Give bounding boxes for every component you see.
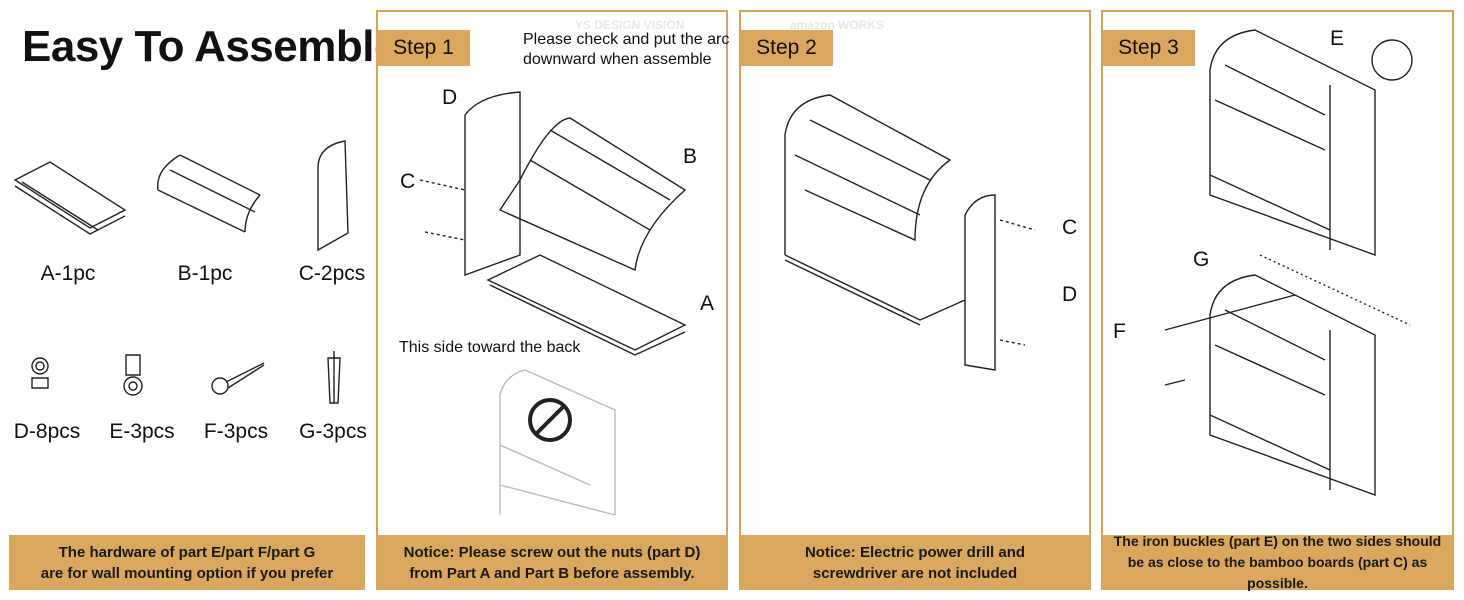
back-side-note: This side toward the back [399, 339, 581, 356]
callout-f: F [1113, 320, 1126, 343]
arc-rack-icon [156, 154, 261, 233]
callout-c: C [1062, 216, 1078, 239]
part-label: B-1pc [177, 262, 233, 285]
step-2-label: Step 2 [740, 30, 833, 66]
step-2-assembly-diagram [784, 94, 1036, 371]
notice-line: Notice: Electric power drill and [804, 543, 1026, 561]
buckle-icon [123, 354, 143, 396]
step-1-exploded-diagram [419, 91, 687, 356]
watermark: YS DESIGN VISION [575, 18, 685, 32]
callout-a: A [700, 292, 715, 315]
step-3-label: Step 3 [1102, 30, 1195, 66]
shelf-tray-icon [13, 161, 127, 235]
hardware-note-line: The hardware of part E/part F/part G [58, 543, 316, 561]
callout-c: C [400, 170, 416, 193]
callout-e: E [1330, 27, 1345, 50]
notice-line: screwdriver are not included [812, 564, 1018, 582]
arc-note-line: downward when assemble [523, 51, 712, 68]
nut-icon [31, 357, 49, 389]
screw-icon [211, 362, 265, 395]
page-title: Easy To Assemble [22, 22, 398, 71]
step-3-wall-mount-diagram [1164, 29, 1413, 496]
hardware-note-line: are for wall mounting option if you pref… [40, 564, 334, 582]
side-board-icon [317, 140, 349, 252]
notice-line: be as close to the bamboo boards (part C… [1127, 554, 1428, 591]
arc-note: Please check and put the arc downward wh… [523, 30, 729, 70]
callout-d: D [1062, 283, 1078, 306]
part-label: E-3pcs [109, 420, 175, 443]
callout-g: G [1193, 248, 1210, 271]
part-label: A-1pc [40, 262, 96, 285]
step-1-notice: Notice: Please screw out the nuts (part … [377, 535, 727, 590]
wall-anchor-icon [327, 351, 341, 404]
notice-line: Notice: Please screw out the nuts (part … [403, 543, 701, 561]
watermark: amazon WORKS [790, 18, 885, 32]
step-2-notice: Notice: Electric power drill and screwdr… [740, 535, 1090, 590]
part-label: C-2pcs [298, 262, 366, 285]
callout-b: B [683, 145, 698, 168]
hardware-note: The hardware of part E/part F/part G are… [9, 535, 365, 590]
step-1-label: Step 1 [377, 30, 470, 66]
callout-d: D [442, 86, 458, 109]
part-label: G-3pcs [299, 420, 367, 443]
part-label: F-3pcs [203, 420, 269, 443]
wrong-orientation-diagram [499, 369, 616, 516]
notice-line: The iron buckles (part E) on the two sid… [1113, 533, 1442, 549]
part-label: D-8pcs [13, 420, 81, 443]
notice-line: from Part A and Part B before assembly. [409, 564, 695, 582]
step-3-notice: The iron buckles (part E) on the two sid… [1102, 533, 1453, 591]
arc-note-line: Please check and put the arc [523, 31, 730, 48]
